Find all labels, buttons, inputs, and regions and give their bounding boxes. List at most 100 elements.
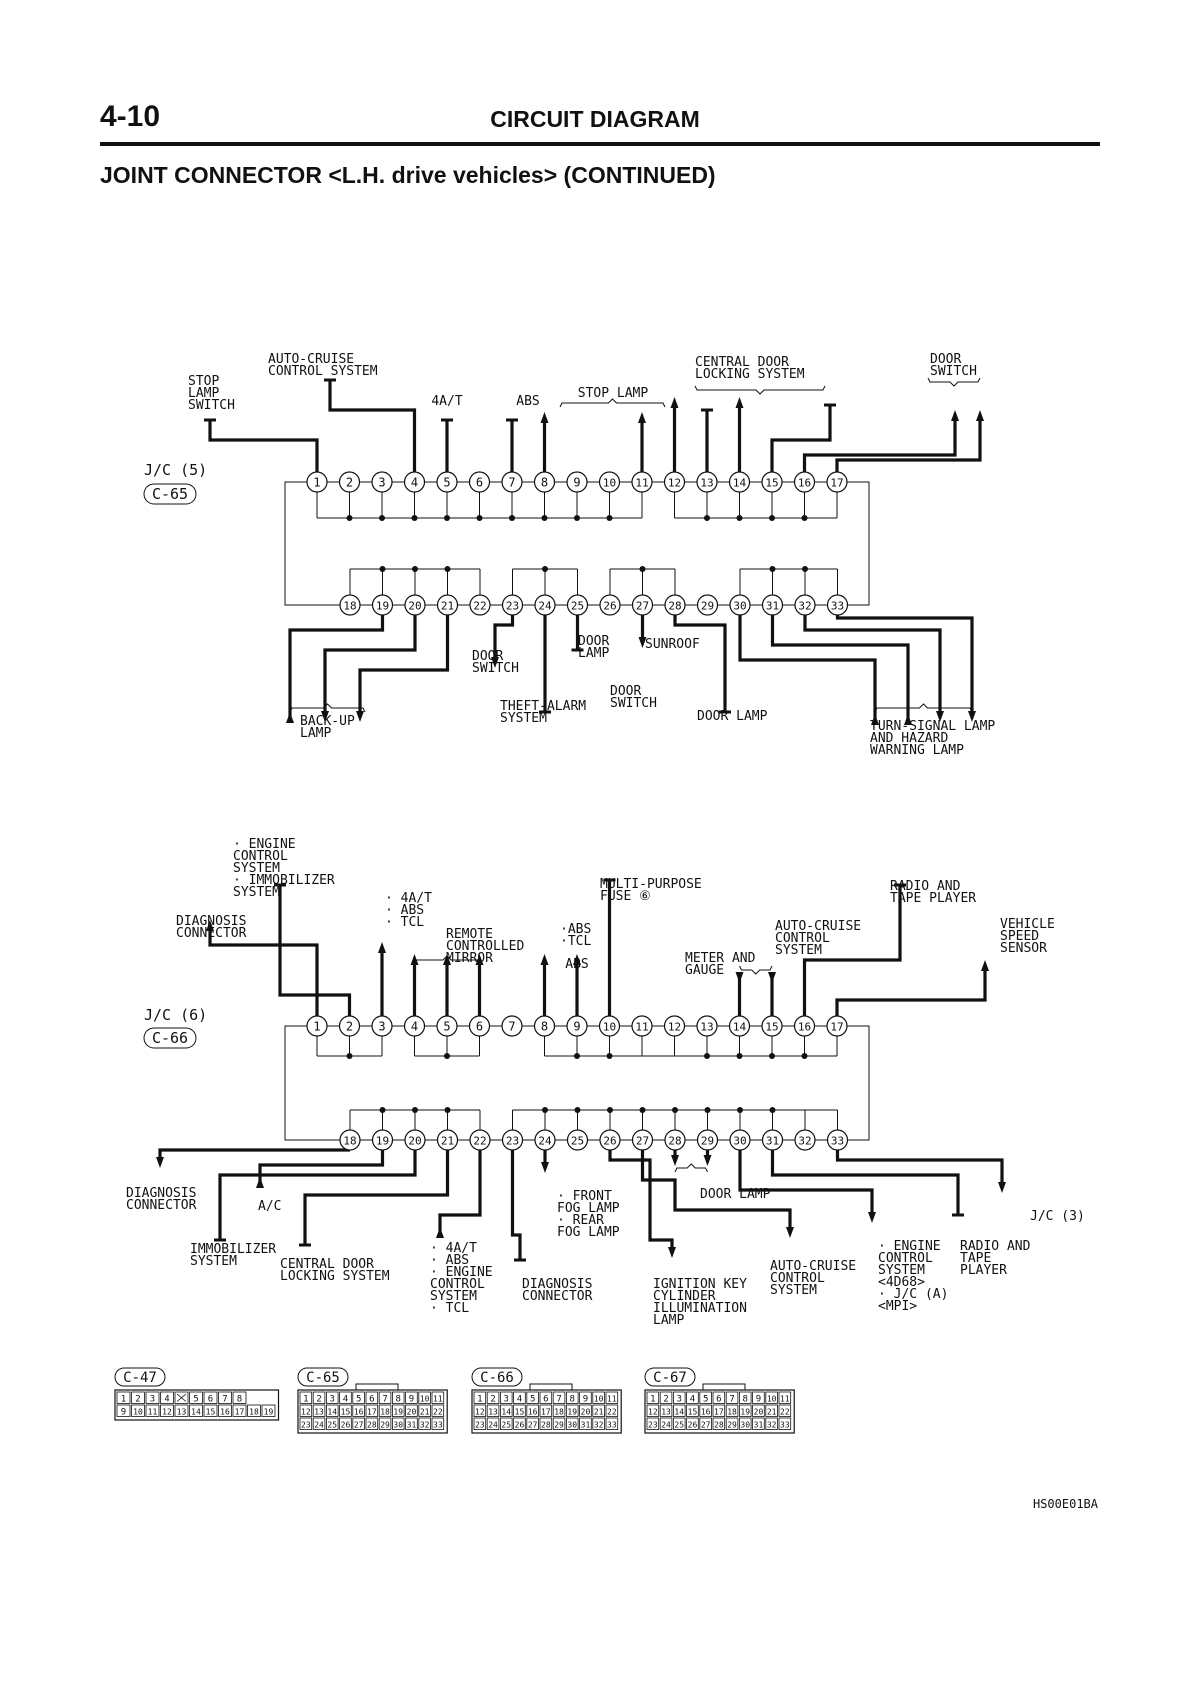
connector-outline bbox=[284, 1025, 340, 1141]
cavity-number: 24 bbox=[314, 1420, 324, 1429]
connector-cavity bbox=[232, 1391, 247, 1404]
pin-circle bbox=[729, 594, 751, 616]
pin-number: 8 bbox=[541, 1020, 548, 1034]
pin-circle bbox=[631, 594, 654, 616]
pin-circle bbox=[599, 594, 621, 616]
pin-number: 13 bbox=[700, 477, 713, 490]
cavity-number: 13 bbox=[488, 1407, 498, 1416]
arrow-up-icon bbox=[976, 410, 984, 421]
pin-circle bbox=[469, 1129, 491, 1151]
diagram-label: SYSTEM bbox=[878, 1263, 925, 1278]
arrow-down-icon bbox=[668, 1247, 676, 1258]
connector-cavity bbox=[673, 1404, 686, 1417]
diagram-label: · FRONT bbox=[557, 1189, 612, 1204]
pin-circle bbox=[306, 471, 328, 493]
pin-circle bbox=[599, 1129, 621, 1151]
cavity-number: 7 bbox=[382, 1394, 387, 1404]
harness-wire bbox=[208, 420, 319, 472]
diagram-label: · ABS bbox=[385, 903, 424, 918]
connector-cavity bbox=[247, 1404, 261, 1417]
diagram-label: A/C bbox=[258, 1199, 281, 1214]
cavity-number: 2 bbox=[135, 1394, 140, 1404]
pin-number: 6 bbox=[476, 1020, 483, 1034]
diagram-label: AUTO-CRUISE bbox=[770, 1259, 856, 1274]
label-layer: J/C (5)C-65STOPLAMPSWITCHAUTO-CRUISECONT… bbox=[126, 352, 1085, 1328]
diagram-label: CENTRAL DOOR bbox=[695, 355, 789, 370]
cavity-number: 10 bbox=[420, 1394, 430, 1403]
pin-number: 1 bbox=[313, 1020, 320, 1034]
harness-wire bbox=[770, 615, 910, 722]
arrow-down-icon bbox=[156, 1157, 164, 1168]
connector-outline bbox=[847, 481, 870, 606]
diagram-label: BACK-UP bbox=[300, 714, 355, 729]
harness-wire bbox=[158, 1148, 350, 1160]
diagram-label: SUNROOF bbox=[645, 637, 700, 652]
cavity-number: 18 bbox=[249, 1407, 259, 1416]
brace bbox=[694, 385, 826, 395]
connector-cavity bbox=[312, 1417, 326, 1430]
connector-cavity bbox=[174, 1404, 189, 1417]
pin-number: 11 bbox=[635, 1021, 648, 1034]
brace bbox=[674, 1163, 708, 1173]
connector-cavity bbox=[539, 1391, 553, 1404]
diagram-label: CONTROL bbox=[775, 931, 830, 946]
pin-number: 26 bbox=[603, 600, 616, 613]
connector-cavity bbox=[605, 1391, 619, 1404]
connector-outline bbox=[284, 481, 340, 606]
cavity-number: 18 bbox=[727, 1407, 737, 1416]
pin-circle bbox=[728, 471, 751, 493]
pin-circle bbox=[469, 594, 491, 616]
pin-number: 15 bbox=[765, 1021, 778, 1034]
connector-cavity bbox=[131, 1404, 145, 1417]
wire-layer bbox=[158, 377, 1004, 1260]
splice-dot bbox=[801, 515, 808, 521]
pin-number: 22 bbox=[473, 600, 486, 613]
pin-number: 10 bbox=[603, 1021, 616, 1034]
connector-view-name: C-67 bbox=[653, 1370, 687, 1386]
connector-cavity bbox=[526, 1404, 539, 1417]
connector-cavity bbox=[418, 1417, 431, 1430]
cavity-number: 15 bbox=[688, 1407, 698, 1416]
connector-cavity bbox=[765, 1404, 778, 1417]
connector-cavity bbox=[365, 1391, 379, 1404]
connector-cavity bbox=[299, 1404, 313, 1417]
pin-circle bbox=[631, 1129, 654, 1151]
pin-circle bbox=[468, 471, 491, 493]
diagram-label: CONTROL bbox=[233, 849, 288, 864]
splice-dot bbox=[444, 1053, 450, 1059]
pin-number: 3 bbox=[378, 1020, 385, 1034]
cavity-number: 25 bbox=[674, 1420, 684, 1429]
connector-cavity bbox=[473, 1404, 487, 1417]
splice-dot bbox=[412, 566, 418, 572]
cavity-number: 16 bbox=[701, 1407, 711, 1416]
pin-circle bbox=[436, 594, 459, 616]
pin-circle bbox=[728, 1015, 751, 1037]
cavity-number: 29 bbox=[554, 1420, 564, 1429]
pin-number: 7 bbox=[508, 476, 515, 490]
pin-number: 29 bbox=[701, 1135, 714, 1148]
diagram-label: REMOTE bbox=[446, 927, 493, 942]
diagram-label: MULTI-PURPOSE bbox=[600, 877, 702, 892]
pin-number: 25 bbox=[571, 1135, 584, 1148]
arrow-up-icon bbox=[286, 712, 294, 723]
diagram-label: SYSTEM bbox=[770, 1283, 817, 1298]
brace bbox=[739, 965, 773, 975]
pin-circle bbox=[501, 471, 523, 493]
cavity-number: 7 bbox=[729, 1394, 734, 1404]
diagram-label: CYLINDER bbox=[653, 1289, 716, 1304]
pin-number: 12 bbox=[668, 477, 681, 490]
cavity-number: 31 bbox=[754, 1420, 764, 1429]
diagram-label: DOOR bbox=[930, 352, 961, 367]
brace bbox=[927, 377, 981, 387]
cavity-number: 12 bbox=[475, 1407, 485, 1416]
pin-number: 24 bbox=[538, 600, 552, 613]
cavity-number: 3 bbox=[504, 1394, 509, 1404]
diagram-label: LAMP bbox=[300, 726, 331, 741]
connector-cavity bbox=[513, 1404, 526, 1417]
pin-number: 30 bbox=[733, 600, 746, 613]
diagram-label: TAPE bbox=[960, 1251, 991, 1266]
harness-wire bbox=[323, 615, 417, 715]
cavity-number: 9 bbox=[121, 1407, 126, 1417]
harness-wire bbox=[770, 1150, 960, 1215]
